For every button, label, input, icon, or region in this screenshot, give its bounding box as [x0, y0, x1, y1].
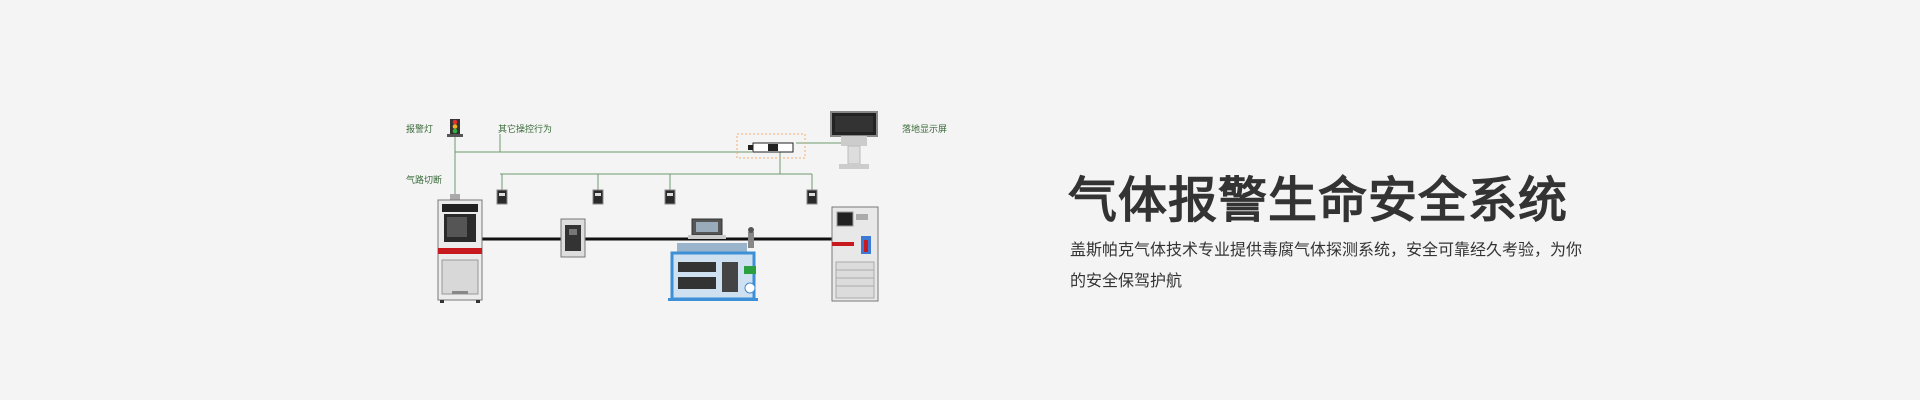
- label-other-actions: 其它操控行为: [498, 125, 553, 135]
- gas-cabinet-icon: [437, 194, 483, 303]
- alarm-light-icon: [447, 119, 463, 137]
- gas-detector-icon: [806, 189, 818, 205]
- floor-display-icon: [830, 111, 878, 169]
- gas-detector-icon: [592, 189, 604, 205]
- page-description: 盖斯帕克气体技术专业提供毒腐气体探测系统，安全可靠经久考验，为你的安全保驾护航: [1070, 240, 1583, 290]
- gas-detector-icon: [664, 189, 676, 205]
- signal-lines: [454, 134, 842, 196]
- valve-box-icon: [560, 218, 586, 258]
- gas-detector-icon: [496, 189, 508, 205]
- label-alarm-light: 报警灯: [406, 125, 434, 135]
- page-title: 气体报警生命安全系统: [1068, 171, 1569, 229]
- label-gas-cutoff: 气路切断: [406, 176, 443, 186]
- process-equipment-icon: [668, 218, 758, 301]
- gas-cabinet-icon: [831, 206, 879, 302]
- label-floor-display: 落地显示屏: [902, 125, 948, 135]
- controller-unit-icon: [736, 133, 806, 159]
- gas-alarm-system-diagram: [437, 111, 879, 303]
